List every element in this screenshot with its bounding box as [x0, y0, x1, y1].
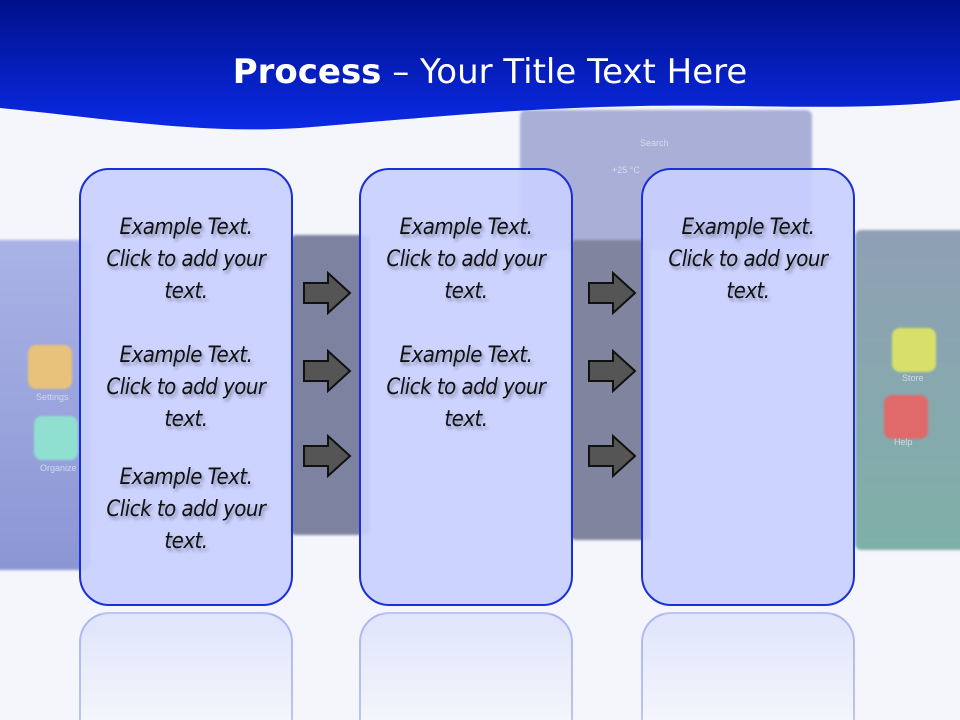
right-arrow-icon [588, 349, 637, 393]
step-3-reflection [641, 612, 855, 720]
step-2-reflection [359, 612, 573, 720]
temperature-label: +25 °C [612, 165, 640, 175]
title-bold: Process [232, 52, 382, 92]
step-1-text-3[interactable]: Example Text. Click to add your text. [106, 465, 266, 554]
step-3-text-1[interactable]: Example Text. Click to add your text. [668, 215, 828, 304]
process-step-2[interactable]: Example Text. Click to add your text. Ex… [359, 168, 573, 606]
right-arrow-icon [588, 271, 637, 315]
settings-label: Settings [36, 392, 69, 402]
right-arrow-icon [588, 434, 637, 478]
organize-tile-icon [34, 416, 78, 460]
search-label: Search [640, 138, 669, 148]
settings-tile-icon [28, 345, 72, 389]
right-arrow-icon [303, 434, 352, 478]
right-arrow-icon [303, 271, 352, 315]
help-label: Help [894, 437, 913, 447]
store-tile-icon [892, 328, 936, 372]
step-2-text-1[interactable]: Example Text. Click to add your text. [386, 215, 546, 304]
organize-label: Organize [40, 463, 77, 473]
step-1-text-2[interactable]: Example Text. Click to add your text. [106, 343, 266, 432]
page-title[interactable]: Process – Your Title Text Here [0, 52, 960, 92]
background-tablet-right [855, 230, 960, 550]
process-step-1[interactable]: Example Text. Click to add your text. Ex… [79, 168, 293, 606]
step-1-text-1[interactable]: Example Text. Click to add your text. [106, 215, 266, 304]
background-tablet-left [0, 240, 90, 570]
step-2-text-2[interactable]: Example Text. Click to add your text. [386, 343, 546, 432]
store-label: Store [902, 373, 924, 383]
help-tile-icon [884, 395, 928, 439]
right-arrow-icon [303, 349, 352, 393]
step-1-reflection [79, 612, 293, 720]
header-band [0, 0, 960, 130]
title-rest: – Your Title Text Here [381, 52, 748, 92]
process-step-3[interactable]: Example Text. Click to add your text. [641, 168, 855, 606]
